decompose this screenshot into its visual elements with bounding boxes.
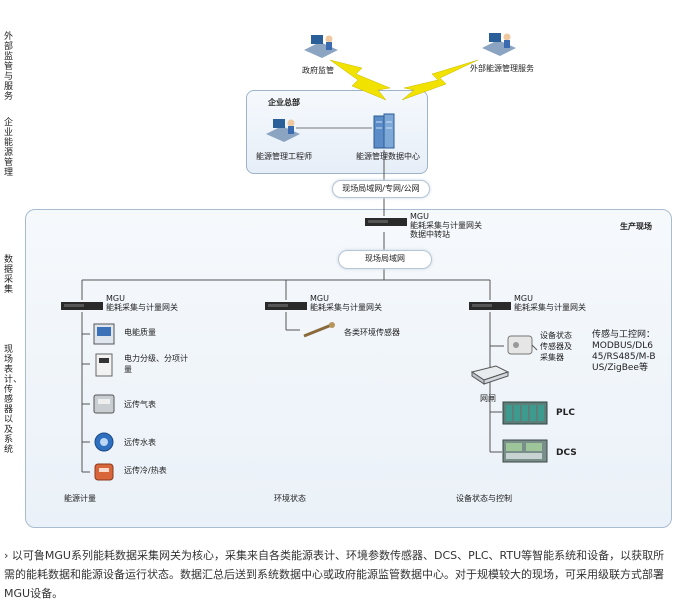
energy-item-4: 远传水表 xyxy=(124,438,156,447)
gov-label: 政府监管 xyxy=(302,66,334,75)
energy-item-2: 电力分级、分项计量 xyxy=(124,354,188,374)
power-quality-meter-icon xyxy=(93,323,115,345)
gas-meter-icon xyxy=(93,394,115,414)
top-mgu-label: MGU 能耗采集与计量网关 数据中转站 xyxy=(410,212,482,239)
protocol-label: 传感与工控网：MODBUS/DL645/RS485/M-BUS/ZigBee等 xyxy=(592,330,656,373)
lan-cloud: 现场局域网 xyxy=(338,250,432,269)
dcs-label: DCS xyxy=(556,448,577,458)
env-sensor-icon xyxy=(303,322,335,338)
top-mgu-line2: 数据中转站 xyxy=(410,230,450,239)
mgu-energy-label: MGU 能耗采集与计量网关 xyxy=(106,294,178,312)
engineer-icon xyxy=(266,119,300,142)
description-text: › 以可鲁MGU系列能耗数据采集网关为核心，采集来自各类能源表计、环境参数传感器… xyxy=(4,546,672,603)
env-caption: 环境状态 xyxy=(274,494,306,503)
mgu-device-desc: 能耗采集与计量网关 xyxy=(514,303,586,312)
mgu-env-label: MGU 能耗采集与计量网关 xyxy=(310,294,382,312)
section-enterprise-label: 企业能源管理 xyxy=(4,118,14,178)
mgu-energy-desc: 能耗采集与计量网关 xyxy=(106,303,178,312)
mgu-device-env-icon xyxy=(265,302,307,310)
gateway-label: 网闸 xyxy=(480,394,496,403)
connection-lines xyxy=(81,59,504,473)
gov-monitor-icon xyxy=(304,35,338,58)
energy-item-3: 远传气表 xyxy=(124,400,156,409)
hq-title: 企业总部 xyxy=(268,98,300,107)
device-sensor-icon xyxy=(507,335,538,355)
top-mgu-name: MGU xyxy=(410,212,429,221)
lightning-right-icon xyxy=(401,59,479,101)
dcs-icon xyxy=(502,439,548,463)
mgu-device-top-icon xyxy=(365,218,407,226)
engineer-label: 能源管理工程师 xyxy=(256,152,312,161)
bullet-icon: › xyxy=(4,549,12,562)
mgu-energy-name: MGU xyxy=(106,294,125,303)
external-service-label: 外部能源管理服务 xyxy=(470,64,534,73)
mgu-device-name: MGU xyxy=(514,294,533,303)
production-site-title: 生产现场 xyxy=(620,222,652,231)
mgu-env-desc: 能耗采集与计量网关 xyxy=(310,303,382,312)
water-meter-icon xyxy=(94,432,114,452)
device-sensor-label: 设备状态传感器及采集器 xyxy=(540,331,572,362)
data-center-label: 能源管理数据中心 xyxy=(356,152,420,161)
env-sensor-label: 各类环境传感器 xyxy=(344,328,400,337)
server-icon xyxy=(373,113,395,149)
mgu-device-energy-icon xyxy=(61,302,103,310)
mgu-env-name: MGU xyxy=(310,294,329,303)
energy-caption: 能源计量 xyxy=(64,494,96,503)
lightning-left-icon xyxy=(329,59,391,101)
mgu-device-device-icon xyxy=(469,302,511,310)
electric-meter-icon xyxy=(95,353,113,377)
external-service-icon xyxy=(482,33,516,56)
section-field-label: 现场表计、传感器以及系统 xyxy=(4,345,23,455)
gateway-icon xyxy=(470,365,510,385)
energy-item-1: 电能质量 xyxy=(124,328,156,337)
section-external-label: 外部监管与服务 xyxy=(4,32,14,102)
heat-meter-icon xyxy=(94,463,114,481)
section-collection-label: 数据采集 xyxy=(4,255,14,295)
wan-cloud: 现场局域网/专网/公网 xyxy=(332,180,430,198)
top-mgu-line1: 能耗采集与计量网关 xyxy=(410,221,482,230)
plc-icon xyxy=(502,401,548,425)
energy-item-5: 远传冷/热表 xyxy=(124,466,167,475)
device-caption: 设备状态与控制 xyxy=(456,494,512,503)
mgu-device-label: MGU 能耗采集与计量网关 xyxy=(514,294,586,312)
description-body: 以可鲁MGU系列能耗数据采集网关为核心，采集来自各类能源表计、环境参数传感器、D… xyxy=(4,549,665,600)
plc-label: PLC xyxy=(556,408,575,418)
